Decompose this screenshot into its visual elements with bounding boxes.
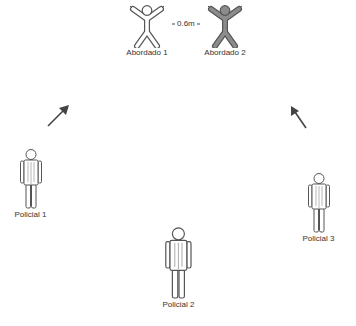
figure-hands: [208, 6, 242, 8]
officer-head: [172, 228, 184, 240]
approach-arrow-line: [48, 110, 64, 126]
officer-detail: [316, 186, 322, 208]
officer-leg: [314, 207, 319, 232]
officer-arm: [187, 242, 191, 268]
officer-arm: [326, 185, 330, 207]
approach-arrowhead: [291, 106, 299, 116]
officer-leg: [319, 207, 324, 232]
figure-head: [220, 6, 230, 16]
figure-label: Abordado 1: [122, 48, 172, 58]
suspect-node: Abordado 2: [200, 4, 250, 58]
officer-torso: [170, 240, 187, 270]
officer-arm: [166, 242, 170, 268]
officer-arm: [308, 185, 312, 207]
figure-label: Policial 1: [10, 210, 51, 220]
figure-label: Policial 3: [298, 234, 339, 244]
officer-node: Policial 3: [298, 172, 339, 244]
officer-leg: [172, 268, 177, 298]
suspect-figure: [205, 4, 245, 48]
officer-arm: [38, 161, 42, 183]
figure-label: Policial 2: [158, 300, 199, 310]
officer-torso: [24, 160, 38, 185]
officer-node: Policial 1: [10, 148, 51, 220]
officer-leg: [31, 183, 36, 208]
officer-head: [26, 150, 36, 160]
officer-arm: [20, 161, 24, 183]
officer-head: [314, 174, 324, 184]
officer-figure: [307, 172, 331, 234]
officer-torso: [312, 184, 326, 209]
officer-detail: [175, 243, 182, 269]
officer-figure: [164, 226, 193, 300]
figure-head: [142, 6, 152, 16]
officer-leg: [179, 268, 184, 298]
officer-node: Policial 2: [158, 226, 199, 310]
suspect-figure: [127, 4, 167, 48]
officer-leg: [26, 183, 31, 208]
dimension-label: 0.6m: [175, 19, 197, 29]
figure-hands: [130, 6, 164, 8]
officer-figure: [19, 148, 43, 210]
figure-label: Abordado 2: [200, 48, 250, 58]
approach-arrow-line: [295, 112, 306, 128]
officer-detail: [28, 162, 34, 184]
approach-arrowhead: [59, 105, 69, 115]
suspect-node: Abordado 1: [122, 4, 172, 58]
